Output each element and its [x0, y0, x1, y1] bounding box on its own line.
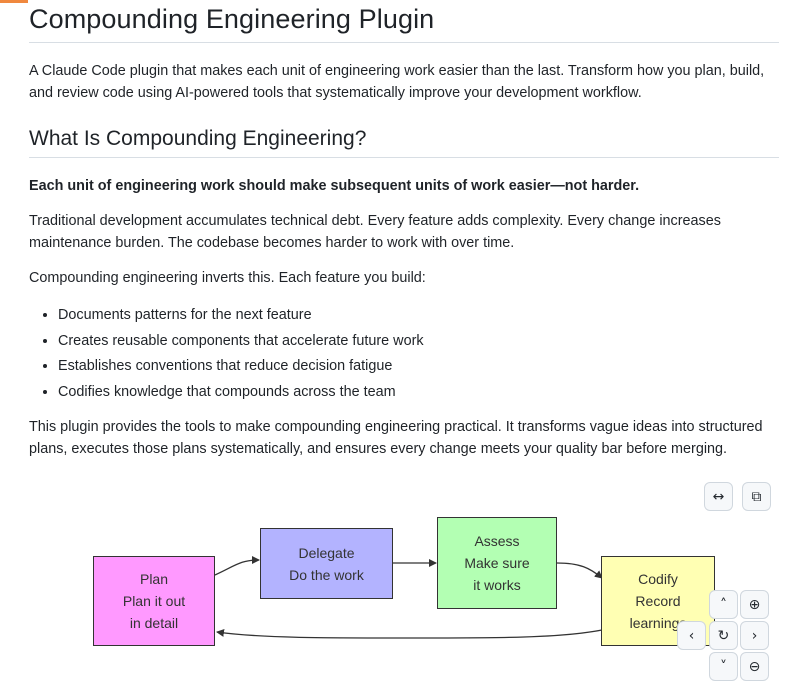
- pan-down-button[interactable]: ˅: [709, 652, 738, 681]
- zoom-out-button[interactable]: ⊖: [740, 652, 769, 681]
- fullscreen-button[interactable]: ↔: [704, 482, 733, 511]
- article: Compounding Engineering Plugin A Claude …: [29, 0, 779, 457]
- pan-right-button[interactable]: ›: [740, 621, 769, 650]
- node-delegate-line-2: Do the work: [289, 566, 364, 583]
- inverts-paragraph: Compounding engineering inverts this. Ea…: [29, 270, 426, 286]
- list-item: Establishes conventions that reduce deci…: [58, 354, 424, 380]
- zoom-in-icon: ⊕: [748, 596, 761, 613]
- technical-debt-paragraph: Traditional development accumulates tech…: [29, 211, 779, 254]
- diagram-edges: [214, 556, 603, 639]
- bold-statement: Each unit of engineering work should mak…: [29, 178, 640, 194]
- node-delegate-title: Delegate: [298, 544, 355, 561]
- pan-left-button[interactable]: ‹: [677, 621, 706, 650]
- para4-line-1: This plugin provides the tools to make c…: [29, 419, 763, 435]
- node-codify: Codify Record learnings: [601, 556, 715, 646]
- node-codify-title: Codify: [638, 571, 678, 587]
- chevron-left-icon: ‹: [688, 627, 695, 644]
- edge-assess-to-codify: [556, 562, 603, 579]
- para2-line-2: maintenance burden. The codebase becomes…: [29, 234, 515, 251]
- copy-icon: ⧉: [751, 488, 762, 505]
- expand-arrows-icon: ↔: [712, 488, 725, 505]
- edge-codify-to-plan: [216, 629, 603, 639]
- zoom-in-button[interactable]: ⊕: [740, 590, 769, 619]
- pan-up-button[interactable]: ˄: [709, 590, 738, 619]
- plugin-paragraph: This plugin provides the tools to make c…: [29, 417, 779, 460]
- workflow-diagram: Plan Plan it out in detail Delegate Do t…: [0, 470, 800, 699]
- node-assess-line-3: it works: [473, 577, 521, 593]
- list-item: Creates reusable components that acceler…: [58, 329, 424, 355]
- list-item: Codifies knowledge that compounds across…: [58, 380, 424, 406]
- para2-line-1: Traditional development accumulates tech…: [29, 213, 721, 229]
- node-plan-line-2: Plan it out: [122, 593, 186, 609]
- reset-icon: ↻: [717, 627, 730, 644]
- page-title: Compounding Engineering Plugin: [29, 0, 779, 43]
- feature-list: Documents patterns for the next feature …: [29, 303, 424, 405]
- node-plan-line-3: in detail: [129, 615, 179, 631]
- edge-plan-to-delegate: [214, 556, 260, 576]
- node-assess-line-2: Make sure: [464, 555, 530, 571]
- top-accent-bar: [0, 0, 28, 3]
- chevron-right-icon: ›: [751, 627, 758, 644]
- node-plan: Plan Plan it out in detail: [93, 556, 215, 646]
- section-title: What Is Compounding Engineering?: [29, 126, 779, 158]
- node-assess: Assess Make sure it works: [437, 517, 557, 609]
- intro-paragraph: A Claude Code plugin that makes each uni…: [29, 61, 779, 104]
- chevron-up-icon: ˄: [720, 596, 727, 613]
- node-codify-line-2: Record: [635, 593, 681, 609]
- intro-line-2: and review code using AI-powered tools t…: [29, 84, 642, 101]
- copy-button[interactable]: ⧉: [742, 482, 771, 511]
- node-plan-title: Plan: [139, 571, 169, 587]
- para4-line-2: plans, executes those plans systematical…: [29, 440, 728, 457]
- reset-view-button[interactable]: ↻: [709, 621, 738, 650]
- node-assess-title: Assess: [474, 533, 520, 549]
- node-delegate: Delegate Do the work: [260, 528, 393, 599]
- zoom-out-icon: ⊖: [748, 658, 761, 675]
- list-item: Documents patterns for the next feature: [58, 303, 424, 329]
- node-codify-line-3: learnings: [629, 615, 687, 631]
- intro-line-1: A Claude Code plugin that makes each uni…: [29, 63, 765, 79]
- chevron-down-icon: ˅: [720, 658, 727, 675]
